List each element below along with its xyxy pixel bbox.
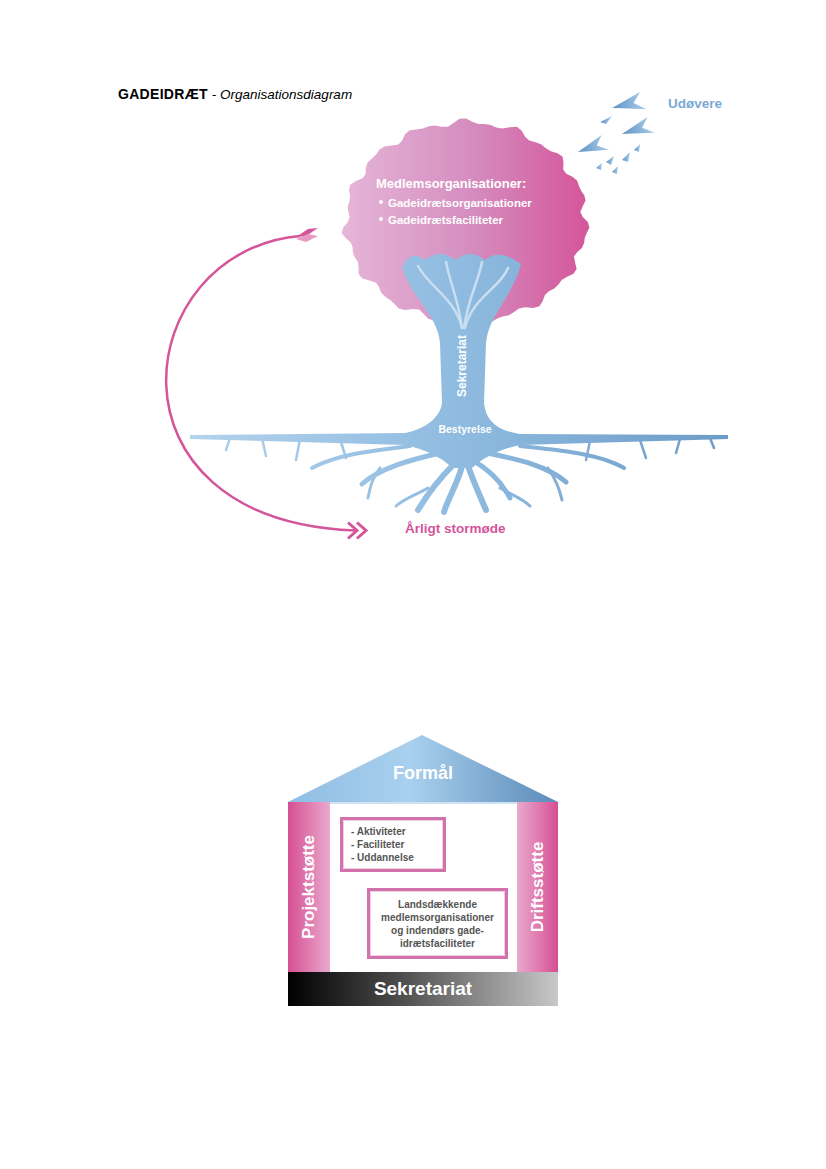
box-text: - Aktiviteter xyxy=(351,825,435,838)
arrow-head xyxy=(357,523,366,539)
connector-arrow xyxy=(166,228,366,539)
crown-heading: Medlemsorganisationer: xyxy=(376,176,532,191)
bullet-text: Gadeidrætsorganisationer xyxy=(388,196,532,211)
pillar-right: Driftsstøtte xyxy=(517,802,558,972)
roof-label: Formål xyxy=(393,763,453,784)
pillar-label: Driftsstøtte xyxy=(528,842,548,933)
connector-line xyxy=(166,236,355,531)
meeting-label-node: Årligt stormøde xyxy=(405,518,506,539)
bullet-dot xyxy=(379,200,383,204)
base-bar: Sekretariat xyxy=(288,972,558,1006)
arrow-head xyxy=(348,523,357,539)
title: GADEIDRÆT xyxy=(118,86,208,102)
pillar-label: Projektstøtte xyxy=(299,835,319,939)
board-label: Bestyrelse xyxy=(438,423,491,435)
bullet-text: Gadeidrætsfaciliteter xyxy=(388,213,503,228)
list-box: - Aktiviteter- Faciliteter- Uddannelse xyxy=(340,817,446,872)
athletes-label: Udøvere xyxy=(668,96,722,111)
pillar-left: Projektstøtte xyxy=(288,802,330,972)
bullet-row: Gadeidrætsorganisationer xyxy=(376,194,532,211)
subtitle: - Organisationsdiagram xyxy=(212,87,352,102)
house-shape: FormålProjektstøtte - Aktiviteter- Facili… xyxy=(288,733,558,1006)
bar-label: Sekretariat xyxy=(374,978,472,1000)
tree-trunk: SekretariatBestyrelse xyxy=(185,248,735,520)
meeting-label: Årligt stormøde xyxy=(405,518,506,539)
arrow-fletching xyxy=(296,234,318,242)
bullet-dot xyxy=(379,217,383,221)
trunk-label: Sekretariat xyxy=(455,335,469,397)
box-text: - Uddannelse xyxy=(351,851,435,864)
bullet-row: Gadeidrætsfaciliteter xyxy=(376,211,532,228)
crown-text: Medlemsorganisationer: Gadeidrætsorganisa… xyxy=(376,176,532,228)
box-text: Landsdækkende medlemsorganisationer og i… xyxy=(376,898,499,950)
text-box: Landsdækkende medlemsorganisationer og i… xyxy=(367,888,508,959)
birds xyxy=(575,91,654,174)
box-text: - Faciliteter xyxy=(351,838,435,851)
